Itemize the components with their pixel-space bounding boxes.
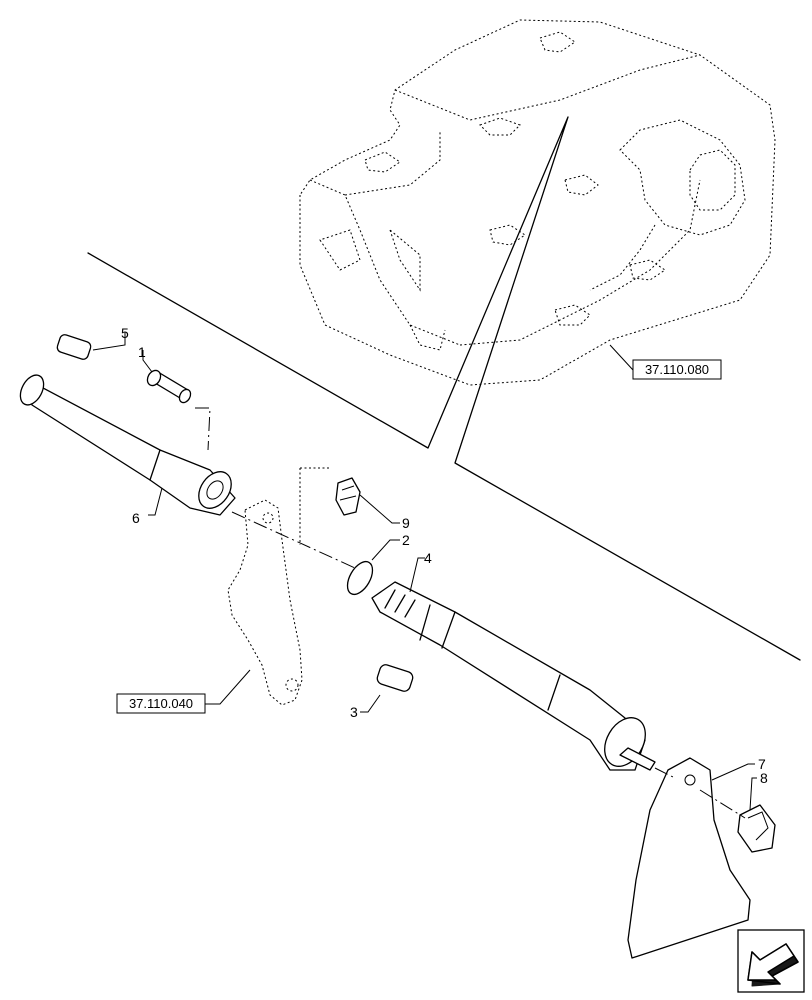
callout-6: 6 <box>132 510 140 526</box>
clip-part-8 <box>737 804 776 853</box>
reference-box-housing[interactable]: 37.110.080 <box>632 359 722 380</box>
callout-labels: 5 1 6 9 2 4 3 7 8 <box>121 325 768 786</box>
callout-4: 4 <box>424 550 432 566</box>
callout-3: 3 <box>350 704 358 720</box>
housing-outline <box>299 19 776 386</box>
callout-5: 5 <box>121 325 129 341</box>
callout-2: 2 <box>402 532 410 548</box>
plate-part-7 <box>627 757 751 959</box>
reference-box-lever[interactable]: 37.110.040 <box>116 693 206 714</box>
oring-part-2 <box>346 560 374 596</box>
callout-8: 8 <box>760 770 768 786</box>
shaft-part-6 <box>19 374 236 516</box>
key-part-5 <box>56 334 92 360</box>
callout-1: 1 <box>138 344 146 360</box>
section-lines <box>87 116 801 661</box>
arrow-icon[interactable] <box>737 929 805 993</box>
assembly-axis <box>195 407 746 819</box>
pin-part-1 <box>146 369 192 404</box>
reference-lever-label: 37.110.040 <box>129 696 193 711</box>
leader-lines <box>92 332 757 811</box>
reference-housing-label: 37.110.080 <box>645 362 709 377</box>
clip-part-9 <box>299 467 361 545</box>
key-part-3 <box>376 664 414 692</box>
shaft-part-4 <box>371 581 656 771</box>
callout-9: 9 <box>402 515 410 531</box>
callout-7: 7 <box>758 756 766 772</box>
lever-outline <box>227 499 303 706</box>
